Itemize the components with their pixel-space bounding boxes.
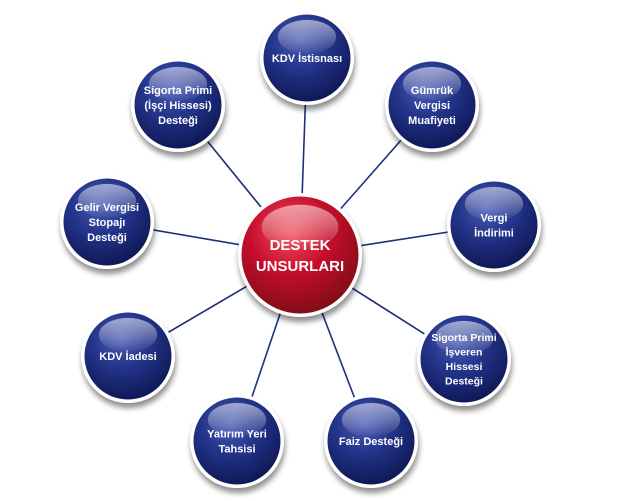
node-label-yatirim-yeri-tahsisi-line: Yatırım Yeri [207, 428, 267, 440]
node-label-sigorta-primi-isveren-hissesi-destegi-line: İşveren [446, 346, 483, 359]
node-label-gelir-vergisi-stopaji-destegi-line: Gelir Vergisi [75, 202, 139, 214]
node-label-sigorta-primi-isci-hissesi-destegi: Sigorta Primi (İşçi Hissesi) Desteği [144, 85, 212, 127]
center-label-line: UNSURLARI [256, 258, 344, 275]
node-label-faiz-destegi-line: Faiz Desteği [339, 436, 403, 448]
node-label-yatirim-yeri-tahsisi-line: Tahsisi [218, 444, 255, 456]
center-destek-unsurlari: DESTEK UNSURLARI [238, 193, 362, 317]
node-faiz-destegi: Faiz Desteği [324, 394, 418, 488]
center-label-line: DESTEK [270, 237, 331, 254]
node-label-gumruk-vergisi-muafiyeti-line: Gümrük [411, 85, 454, 97]
node-label-sigorta-primi-isci-hissesi-destegi-line: Sigorta Primi [144, 85, 212, 97]
node-sigorta-primi-isci-hissesi-destegi: Sigorta Primi (İşçi Hissesi) Desteği [131, 58, 225, 152]
node-label-kdv-iadesi-line: KDV İadesi [99, 350, 156, 363]
node-label-sigorta-primi-isveren-hissesi-destegi-line: Hissesi [446, 361, 483, 373]
center-label: DESTEK UNSURLARI [256, 237, 344, 275]
node-label-gumruk-vergisi-muafiyeti-line: Vergisi [414, 100, 450, 112]
node-label-vergi-indirimi-line: İndirimi [474, 227, 514, 240]
node-label-sigorta-primi-isveren-hissesi-destegi-line: Desteği [445, 376, 483, 388]
node-label-sigorta-primi-isveren-hissesi-destegi-line: Sigorta Primi [431, 332, 496, 344]
node-label-gelir-vergisi-stopaji-destegi-line: Desteği [87, 232, 127, 244]
node-label-kdv-iadesi: KDV İadesi [99, 350, 156, 363]
node-label-vergi-indirimi-line: Vergi [481, 212, 508, 224]
node-label-sigorta-primi-isci-hissesi-destegi-line: Desteği [158, 115, 198, 127]
node-label-kdv-istisnasi: KDV İstisnası [272, 52, 342, 65]
node-kdv-istisnasi: KDV İstisnası [260, 11, 354, 105]
node-label-kdv-istisnasi-line: KDV İstisnası [272, 52, 342, 65]
center-node: DESTEK UNSURLARI [238, 193, 362, 317]
node-label-gumruk-vergisi-muafiyeti-line: Muafiyeti [408, 115, 456, 127]
node-label-gelir-vergisi-stopaji-destegi-line: Stopajı [89, 217, 126, 229]
node-label-faiz-destegi: Faiz Desteği [339, 436, 403, 448]
node-label-sigorta-primi-isci-hissesi-destegi-line: (İşçi Hissesi) [144, 99, 212, 112]
node-kdv-iadesi: KDV İadesi [81, 309, 175, 403]
